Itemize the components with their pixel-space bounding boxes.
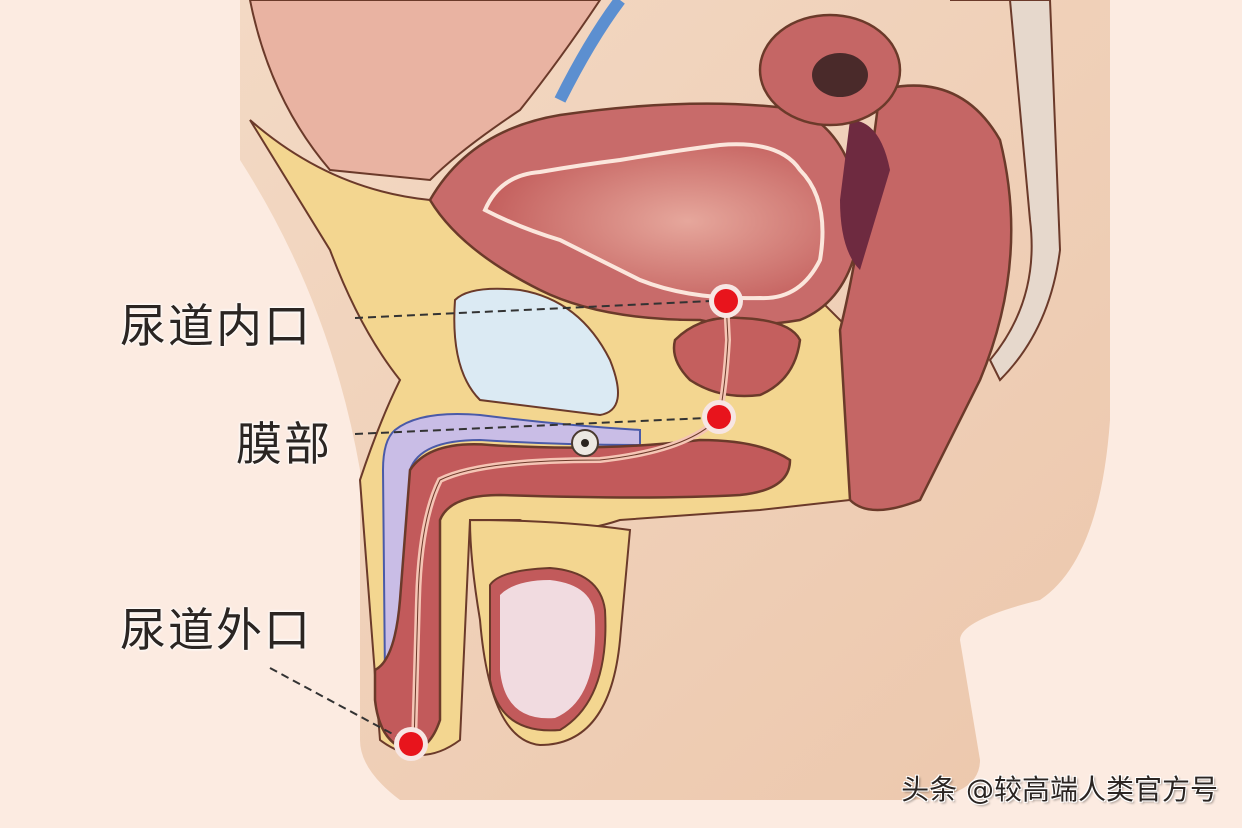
- sacrum: [950, 0, 1062, 382]
- vessel: [554, 0, 625, 103]
- label-internal-urethral-orifice: 尿道内口: [120, 299, 312, 353]
- label-membranous-part: 膜部: [236, 417, 332, 471]
- rectovesical-pouch: [840, 120, 890, 270]
- bladder-lumen: [482, 142, 825, 301]
- marker-external-orifice: [394, 727, 428, 761]
- label-external-urethral-orifice: 尿道外口: [120, 603, 312, 657]
- watermark: 头条 @较高端人类官方号: [901, 773, 1218, 806]
- abdominal-muscle: [248, 0, 602, 182]
- testis: [500, 580, 596, 719]
- marker-internal-orifice: [709, 284, 743, 318]
- leader-line-internal: [354, 300, 713, 319]
- leader-line-membranous: [354, 417, 707, 435]
- pubic-bone: [453, 287, 619, 417]
- prostate: [672, 316, 802, 398]
- colon-lumen: [812, 53, 868, 97]
- leader-line-external: [269, 667, 401, 739]
- marker-membranous: [702, 400, 736, 434]
- gland-duct: [581, 439, 589, 447]
